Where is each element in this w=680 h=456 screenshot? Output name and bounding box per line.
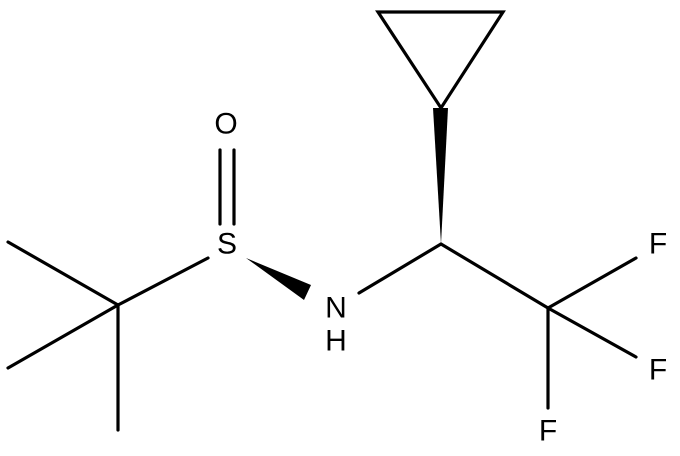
atom-fluorine-2: F — [649, 354, 667, 387]
bond-cf3-fluorine-2 — [546, 306, 638, 359]
wedge-stereocenter-cyclopropyl — [433, 108, 448, 244]
bond-tbu-sulfur — [116, 256, 210, 307]
atom-oxygen: O — [214, 108, 237, 141]
bond-tbu-methyl-lower — [6, 303, 120, 370]
bond-cf3-fluorine-1 — [546, 256, 638, 310]
atom-fluorine-1: F — [649, 228, 667, 261]
atom-nitrogen: N — [325, 292, 347, 325]
wedge-sulfur-nitrogen — [246, 258, 311, 300]
bond-stereocenter-cf3 — [439, 242, 550, 310]
atom-sulfur: S — [217, 228, 237, 261]
bond-tbu-methyl-upper — [6, 240, 120, 307]
atom-fluorine-3: F — [539, 415, 557, 448]
atom-hydrogen: H — [325, 325, 347, 358]
cyclopropyl-ring — [375, 10, 506, 111]
bond-nitrogen-stereocenter — [357, 242, 443, 295]
